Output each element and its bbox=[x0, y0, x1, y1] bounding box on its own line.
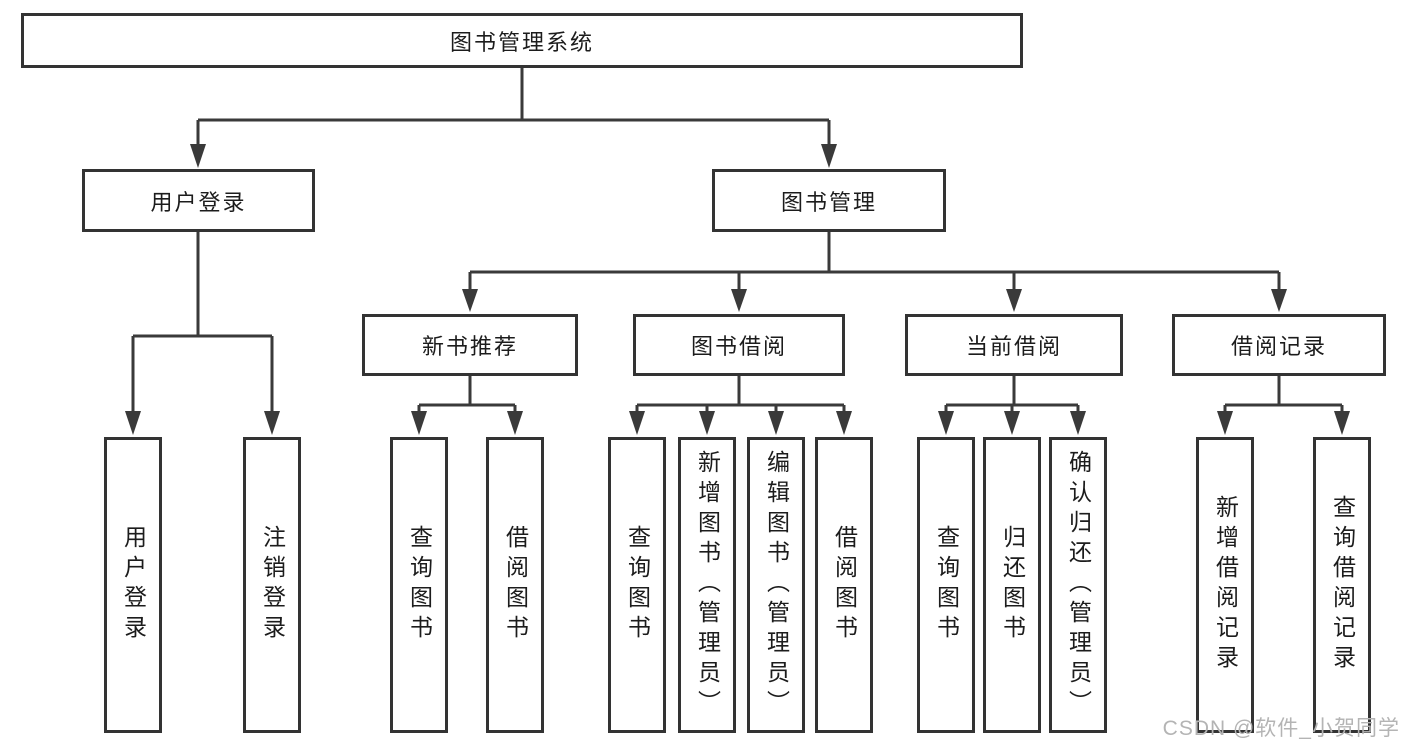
node-label: 图书管理 bbox=[780, 189, 877, 215]
connector-book-mgmt-to-level3 bbox=[462, 232, 1287, 312]
node-label: 查询图书 bbox=[406, 525, 433, 645]
node-book-borrow: 图书借阅 bbox=[633, 314, 845, 376]
leaf-newrec-borrow-books: 借阅图书 bbox=[486, 437, 544, 733]
node-label: 新增图书（管理员） bbox=[694, 450, 721, 720]
node-new-book-recommend: 新书推荐 bbox=[362, 314, 578, 376]
node-label: 借阅图书 bbox=[502, 525, 529, 645]
node-label: 用户登录 bbox=[150, 189, 247, 215]
connector-root-to-level2 bbox=[190, 68, 837, 168]
leaf-current-return-books: 归还图书 bbox=[983, 437, 1041, 733]
connector-user-login-to-leaves bbox=[125, 232, 280, 435]
node-label: 归还图书 bbox=[999, 525, 1026, 645]
node-label: 注销登录 bbox=[259, 525, 286, 645]
node-book-management: 图书管理 bbox=[712, 169, 946, 232]
connector-borrow-records-to-leaves bbox=[1217, 376, 1350, 435]
node-label: 借阅记录 bbox=[1230, 334, 1327, 359]
leaf-borrow-query-books: 查询图书 bbox=[608, 437, 666, 733]
leaf-records-add-record: 新增借阅记录 bbox=[1196, 437, 1254, 733]
leaf-records-query-record: 查询借阅记录 bbox=[1313, 437, 1371, 733]
node-user-login: 用户登录 bbox=[82, 169, 315, 232]
node-label: 图书管理系统 bbox=[449, 29, 594, 55]
node-label: 编辑图书（管理员） bbox=[763, 450, 790, 720]
node-label: 当前借阅 bbox=[965, 334, 1062, 359]
node-label: 查询图书 bbox=[933, 525, 960, 645]
node-label: 图书借阅 bbox=[690, 334, 787, 359]
node-label: 确认归还（管理员） bbox=[1065, 450, 1092, 720]
connector-current-borrow-to-leaves bbox=[938, 376, 1086, 435]
node-label: 新增借阅记录 bbox=[1212, 495, 1239, 675]
connector-new-book-rec-to-leaves bbox=[411, 376, 523, 435]
node-label: 借阅图书 bbox=[831, 525, 858, 645]
leaf-newrec-query-books: 查询图书 bbox=[390, 437, 448, 733]
watermark: CSDN @软件_小贺同学 bbox=[1162, 717, 1400, 740]
node-borrow-records: 借阅记录 bbox=[1172, 314, 1386, 376]
leaf-borrow-add-books-admin: 新增图书（管理员） bbox=[678, 437, 736, 733]
connector-book-borrow-to-leaves bbox=[629, 376, 852, 435]
node-library-management-system: 图书管理系统 bbox=[21, 13, 1023, 68]
node-label: 用户登录 bbox=[120, 525, 147, 645]
leaf-borrow-borrow-books: 借阅图书 bbox=[815, 437, 873, 733]
node-label: 新书推荐 bbox=[421, 334, 518, 359]
leaf-current-confirm-return-admin: 确认归还（管理员） bbox=[1049, 437, 1107, 733]
leaf-borrow-edit-books-admin: 编辑图书（管理员） bbox=[747, 437, 805, 733]
node-label: 查询借阅记录 bbox=[1329, 495, 1356, 675]
node-current-borrow: 当前借阅 bbox=[905, 314, 1123, 376]
leaf-current-query-books: 查询图书 bbox=[917, 437, 975, 733]
leaf-user-login: 用户登录 bbox=[104, 437, 162, 733]
leaf-logout-login: 注销登录 bbox=[243, 437, 301, 733]
node-label: 查询图书 bbox=[624, 525, 651, 645]
